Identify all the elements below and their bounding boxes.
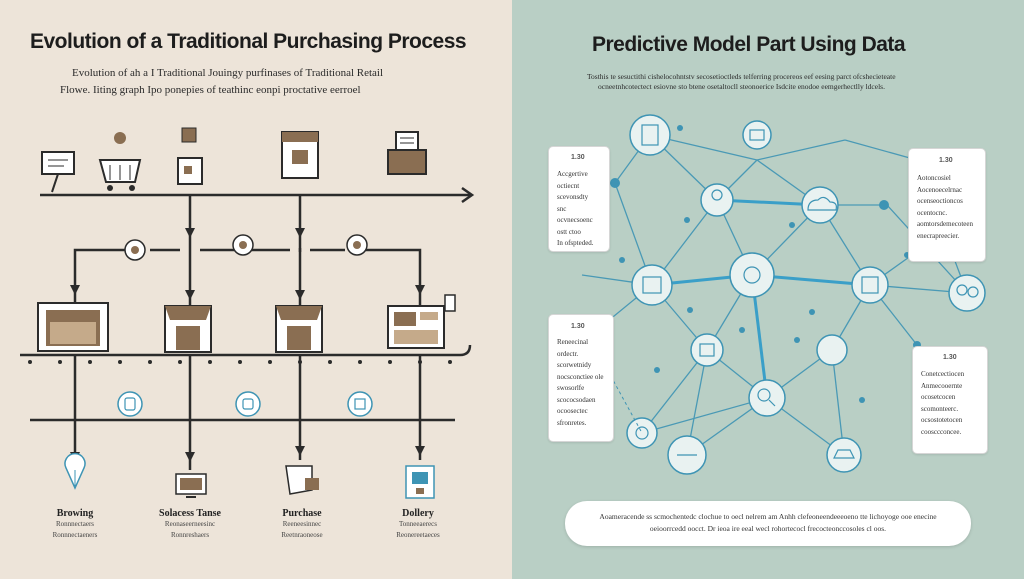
left-subtitle-line2: Flowe. Iiting graph Ipo ponepies of teat… <box>60 84 361 96</box>
left-title: Evolution of a Traditional Purchasing Pr… <box>30 30 467 53</box>
arrow-down-icon <box>185 452 195 462</box>
right-subtitle-line2: ocneetnhcotectect esiovne sto btene oset… <box>598 82 885 91</box>
right-panel: Predictive Model Part Using Data Tosthis… <box>512 0 1024 579</box>
storefront-icon <box>281 131 319 179</box>
cloud-icon <box>801 186 839 224</box>
chart-icon <box>631 264 673 306</box>
arrow-down-icon <box>295 228 305 238</box>
arrow-down-icon <box>295 290 305 300</box>
card-header: 1.30 <box>571 154 585 161</box>
stage-description: Tonneeaerecs Reonereetaeces <box>396 520 440 539</box>
info-card-top-right: 1.30 Aotoncosiel Aocenoecelrnac ocenseoc… <box>908 148 986 262</box>
stage-label: Browing <box>56 508 94 519</box>
stage-label: Solacess Tanse <box>159 508 221 519</box>
delivery-box-icon <box>405 465 435 499</box>
stage-label: Purchase <box>282 508 322 519</box>
card-text: Reneecinal ordectr. scorwetnidy nocsconc… <box>557 338 604 427</box>
footer-line2: oeioorrcedd oocct. Dr ieoa ire eeal wecl… <box>649 524 887 533</box>
card-text: Accgertive octiecnt scevonsdty snc ocvne… <box>557 170 594 247</box>
stage-description: Reeneesinnec Reetnraoneose <box>281 520 323 539</box>
arrow-down-icon <box>185 290 195 300</box>
footer-line1: Aoameracende ss scmochentedc clochue to … <box>599 512 937 521</box>
badge-icon <box>117 391 143 417</box>
network-icon <box>729 252 775 298</box>
traditional-process-diagram <box>20 127 475 499</box>
gear-icon <box>626 417 658 449</box>
stage-browsing: Browing Ronnnectaers Ronnnectaeners <box>35 508 115 541</box>
stage-delivery: Dollery Tonneeaerecs Reonereetaeces <box>378 508 458 541</box>
arrow-head-icon <box>461 186 475 204</box>
arrow-down-icon <box>415 285 425 295</box>
right-title: Predictive Model Part Using Data <box>592 33 906 56</box>
register-icon <box>387 131 427 175</box>
car-icon <box>826 437 862 473</box>
document-icon <box>629 114 671 156</box>
info-card-top-left: 1.30 Accgertive octiecnt scevonsdty snc … <box>548 146 610 252</box>
person-kiosk-icon <box>41 151 75 193</box>
left-panel: Evolution of a Traditional Purchasing Pr… <box>0 0 512 579</box>
monitor-icon <box>175 473 207 498</box>
search-icon <box>748 379 786 417</box>
robot-icon <box>690 333 724 367</box>
monitor-icon <box>742 120 772 150</box>
card-header: 1.30 <box>939 157 953 164</box>
left-subtitle-line1: Evolution of ah a I Traditional Jouingy … <box>72 67 384 79</box>
store-window-icon <box>37 302 109 352</box>
stage-description: Ronnnectaers Ronnnectaeners <box>52 520 98 539</box>
arrow-down-icon <box>70 285 80 295</box>
arrow-down-icon <box>415 446 425 456</box>
shop-building-icon <box>164 305 212 353</box>
package-icon <box>347 391 373 417</box>
location-pin-icon <box>64 452 86 490</box>
arrow-down-icon <box>185 228 195 238</box>
shopping-cart-icon <box>98 132 142 191</box>
right-subtitle-line1: Tosthis te sesuctithi cishelocohntstv se… <box>587 72 896 81</box>
arrow-down-icon <box>295 446 305 456</box>
card-text: Aotoncosiel Aocenoecelrnac ocenseoctionc… <box>917 174 973 240</box>
shop-stand-icon <box>177 127 203 185</box>
chart-icon <box>851 266 889 304</box>
people-icon <box>948 274 986 312</box>
laptop-icon <box>387 294 456 349</box>
puzzle-icon <box>816 334 848 366</box>
stage-label: Dollery <box>402 508 434 519</box>
predictive-network-diagram <box>581 114 986 475</box>
info-card-bottom-right: 1.30 Conetcectiocen Anmecooernte ocosetc… <box>912 346 988 454</box>
card-header: 1.30 <box>571 323 585 330</box>
card-text: Conetcectiocen Anmecooernte ocosetcocen … <box>921 370 965 436</box>
stage-description: Reonaseerneesinc Ronnreshaers <box>164 520 216 539</box>
footer-caption: Aoameracende ss scmochentedc clochue to … <box>565 501 971 546</box>
hand-package-icon <box>285 465 319 495</box>
stage-purchase: Purchase Reeneesinnec Reetnraoneose <box>262 508 342 541</box>
stage-solacess: Solacess Tanse Reonaseerneesinc Ronnresh… <box>145 508 235 541</box>
card-icon <box>235 391 261 417</box>
card-header: 1.30 <box>943 354 957 361</box>
shop-building-icon <box>275 305 323 353</box>
info-card-bottom-left: 1.30 Reneecinal ordectr. scorwetnidy noc… <box>548 314 614 442</box>
